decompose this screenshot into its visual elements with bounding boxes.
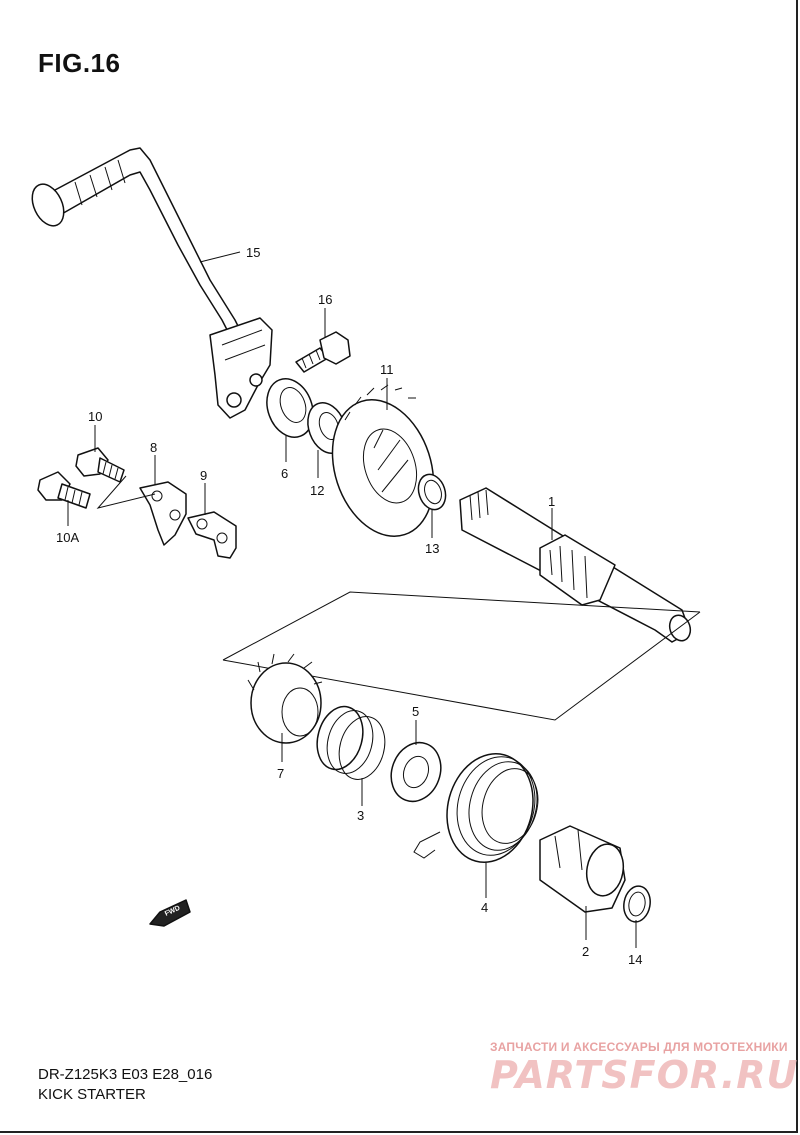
guide-plate[interactable]: [139, 481, 187, 546]
callout-15: 15: [246, 245, 260, 260]
callout-10a: 10A: [56, 530, 79, 545]
callout-11: 11: [380, 362, 394, 377]
spring-guide[interactable]: [539, 825, 627, 913]
model-code: DR-Z125K3 E03 E28_016: [38, 1066, 213, 1083]
ratchet-spring[interactable]: [310, 701, 391, 784]
spring-washer[interactable]: [383, 736, 449, 809]
callout-12: 12: [310, 483, 324, 498]
callout-16: 16: [318, 292, 332, 307]
lever-bolt[interactable]: [295, 331, 351, 373]
callout-4: 4: [481, 900, 488, 915]
callout-2: 2: [582, 944, 589, 959]
bolt-10[interactable]: [75, 447, 125, 483]
figure-title: FIG.16: [38, 48, 121, 78]
kick-return-spring[interactable]: [413, 744, 547, 872]
callout-8: 8: [150, 440, 157, 455]
forward-direction-arrow: FWD: [149, 899, 191, 927]
callout-9: 9: [200, 468, 207, 483]
oil-seal[interactable]: [259, 372, 321, 443]
kick-driven-gear[interactable]: [247, 653, 323, 744]
circlip-14[interactable]: [621, 884, 653, 924]
callout-14: 14: [628, 952, 642, 967]
circlip-13[interactable]: [414, 471, 450, 513]
bolt-10a[interactable]: [37, 471, 91, 509]
kick-starter-shaft[interactable]: [459, 487, 694, 643]
callout-6: 6: [281, 466, 288, 481]
callout-10: 10: [88, 409, 102, 424]
kick-starter-lever[interactable]: [26, 147, 273, 419]
callout-7: 7: [277, 766, 284, 781]
stopper-plate[interactable]: [187, 511, 237, 559]
assembly-outline: [222, 591, 701, 721]
section-name: KICK STARTER: [38, 1086, 146, 1103]
callout-5: 5: [412, 704, 419, 719]
watermark-tagline: ЗАПЧАСТИ И АКСЕССУАРЫ ДЛЯ МОТОТЕХНИКИ: [490, 1040, 788, 1054]
callout-3: 3: [357, 808, 364, 823]
callout-13: 13: [425, 541, 439, 556]
callout-1: 1: [548, 494, 555, 509]
watermark-brand: PARTSFOR.RU: [490, 1053, 799, 1097]
kick-drive-gear[interactable]: [316, 384, 451, 549]
